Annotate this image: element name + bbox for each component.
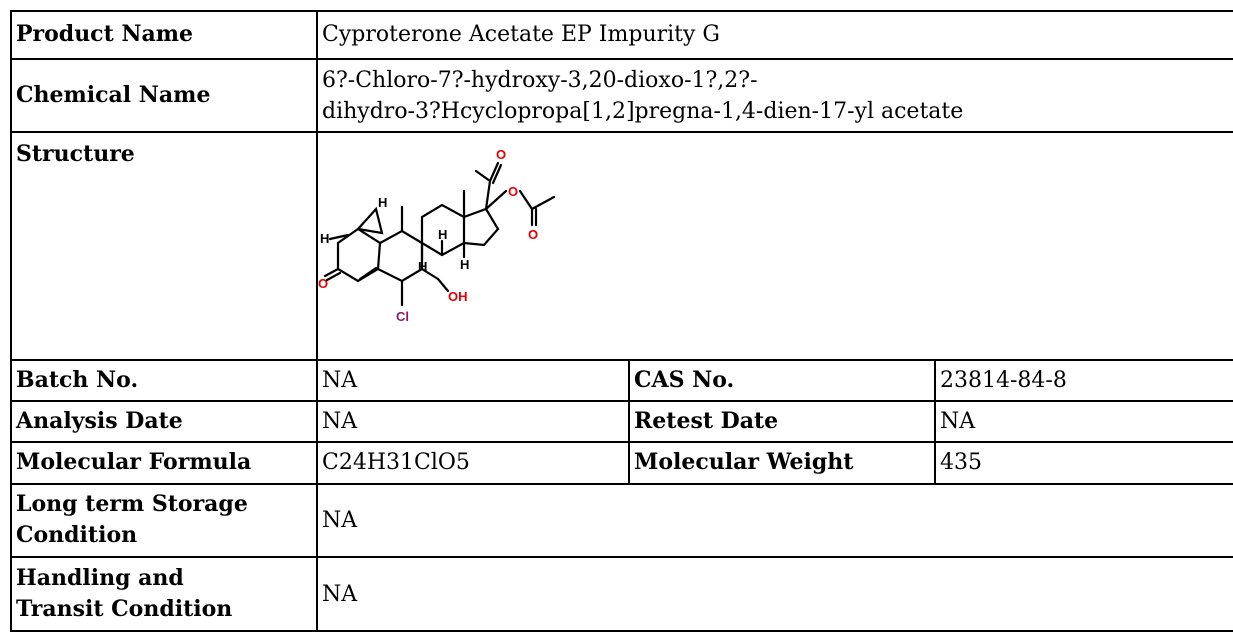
formula-row: Molecular Formula C24H31ClO5 Molecular W… [10, 441, 1233, 485]
chemical-name-line-2: dihydro-3?Hcyclopropa[1,2]pregna-1,4-die… [322, 98, 964, 124]
product-spec-table: Product Name Cyproterone Acetate EP Impu… [10, 10, 1233, 632]
atom-label-oxygen-ketone: O [496, 147, 506, 162]
atom-label-oxygen-ester: O [508, 184, 518, 199]
storage-condition-value: NA [315, 482, 1233, 559]
molecular-weight-value: 435 [933, 441, 1233, 485]
analysis-date-value: NA [316, 400, 630, 444]
retest-date-label: Retest Date [628, 400, 936, 444]
handling-label-line-1: Handling and [16, 565, 184, 592]
molecular-formula-label: Molecular Formula [10, 441, 318, 485]
atom-label-chlorine: Cl [396, 309, 409, 324]
molecular-weight-label: Molecular Weight [628, 441, 936, 485]
cas-no-label: CAS No. [628, 358, 936, 403]
molecule-structure-image: O O O O OH Cl H H H H H [318, 147, 556, 324]
product-name-row: Product Name Cyproterone Acetate EP Impu… [10, 10, 1233, 60]
chemical-name-line-1: 6?-Chloro-7?-hydroxy-3,20-dioxo-1?,2?- [322, 67, 758, 93]
product-name-label: Product Name [10, 10, 318, 60]
cas-no-value: 23814-84-8 [933, 358, 1233, 403]
batch-row: Batch No. NA CAS No. 23814-84-8 [10, 358, 1233, 403]
molecular-formula-value: C24H31ClO5 [316, 441, 630, 485]
chemical-name-label: Chemical Name [10, 57, 318, 134]
chemical-name-value: 6?-Chloro-7?-hydroxy-3,20-dioxo-1?,2?- di… [315, 57, 1233, 134]
retest-date-value: NA [933, 400, 1233, 444]
atom-label-oxygen-c3: O [318, 276, 328, 291]
analysis-date-label: Analysis Date [10, 400, 318, 444]
atom-label-hydrogen-c8: H [438, 227, 447, 242]
product-name-value: Cyproterone Acetate EP Impurity G [315, 10, 1233, 60]
atom-label-oxygen-carbonyl: O [528, 227, 538, 242]
molecule-atom-labels: O O O O OH Cl H H H H H [318, 147, 538, 324]
atom-label-hydrogen-c1: H [378, 195, 387, 210]
storage-label-line-2: Condition [16, 522, 138, 549]
structure-label: Structure [10, 131, 318, 361]
chemical-name-row: Chemical Name 6?-Chloro-7?-hydroxy-3,20-… [10, 57, 1233, 134]
atom-label-hydrogen-c9: H [418, 259, 427, 274]
handling-label-line-2: Transit Condition [16, 596, 233, 623]
batch-no-label: Batch No. [10, 358, 318, 403]
analysis-row: Analysis Date NA Retest Date NA [10, 400, 1233, 444]
batch-no-value: NA [316, 358, 630, 403]
structure-cell: O O O O OH Cl H H H H H [315, 131, 1233, 361]
atom-label-hydroxyl: OH [448, 289, 468, 304]
atom-label-hydrogen-c2: H [320, 231, 329, 246]
structure-row: Structure [10, 131, 1233, 361]
molecule-bonds [323, 162, 556, 307]
atom-label-hydrogen-c14: H [460, 257, 469, 272]
handling-condition-value: NA [315, 556, 1233, 632]
storage-label-line-1: Long term Storage [16, 491, 248, 518]
